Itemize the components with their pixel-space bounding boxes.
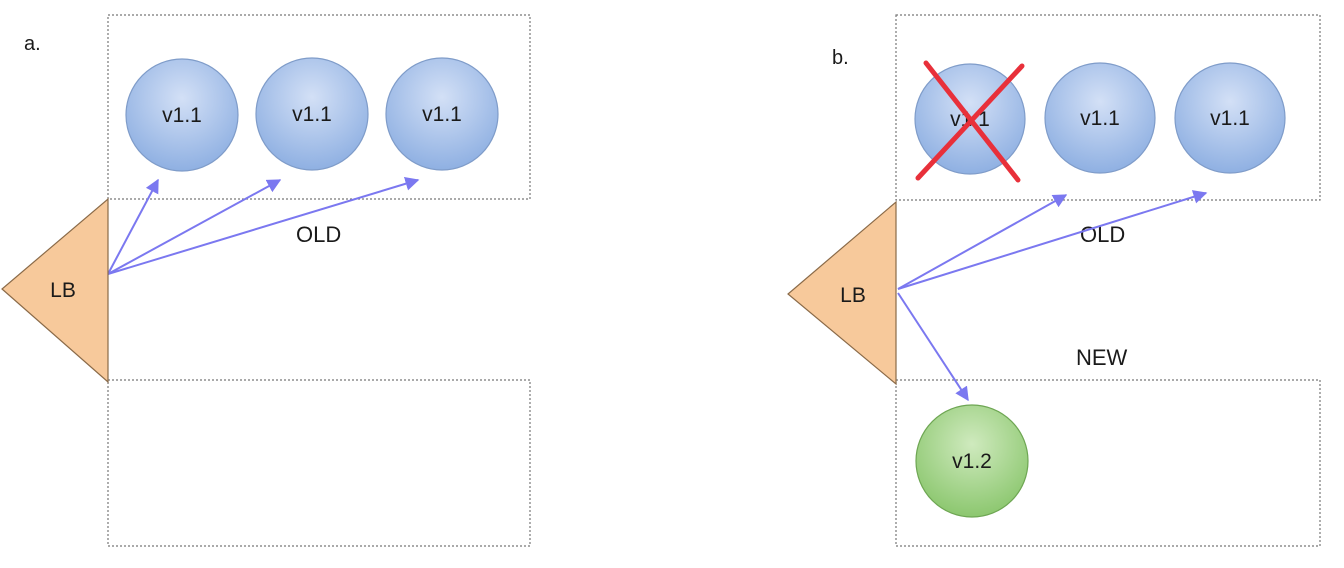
node-v1-1: v1.1 xyxy=(255,57,369,171)
node-label: v1.1 xyxy=(1210,107,1250,130)
panel-a: a. OLD LB v1.1 v1.1 v1.1 xyxy=(1,14,531,547)
load-balancer-label: LB xyxy=(50,279,76,302)
node-label: v1.1 xyxy=(162,104,202,127)
new-group-box xyxy=(895,379,1321,547)
node-label: v1.1 xyxy=(292,103,332,126)
new-group-label: NEW xyxy=(1076,345,1128,370)
node-v1-1: v1.1 xyxy=(1174,62,1286,174)
routing-arrow xyxy=(107,179,282,275)
node-label: v1.1 xyxy=(422,103,462,126)
node-v1-1: v1.1 xyxy=(125,58,239,172)
node-label: v1.2 xyxy=(952,450,992,473)
load-balancer-shape xyxy=(1,197,109,384)
node-label: v1.1 xyxy=(1080,107,1120,130)
load-balancer-shape xyxy=(787,200,897,386)
panel-letter: b. xyxy=(832,47,849,69)
node-v1-2: v1.2 xyxy=(915,404,1029,518)
panel-letter: a. xyxy=(24,33,41,55)
routing-arrow xyxy=(897,190,1208,290)
old-group-box xyxy=(107,14,531,200)
new-group-box xyxy=(107,379,531,547)
routing-arrow xyxy=(897,292,969,402)
node-v1-1: v1.1 xyxy=(385,57,499,171)
node-v1-1: v1.1 xyxy=(1044,62,1156,174)
old-group-label: OLD xyxy=(296,222,341,247)
routing-arrow xyxy=(897,194,1068,290)
panel-b: b. OLD NEW LB v1.1 v1.1 v1.1 v xyxy=(787,14,1321,547)
cross-icon xyxy=(915,63,1025,181)
load-balancer-label: LB xyxy=(840,284,866,307)
routing-arrow xyxy=(107,176,420,275)
routing-arrow xyxy=(107,178,159,275)
old-group-box xyxy=(895,14,1321,201)
node-v1-1-removed: v1.1 xyxy=(914,60,1026,183)
